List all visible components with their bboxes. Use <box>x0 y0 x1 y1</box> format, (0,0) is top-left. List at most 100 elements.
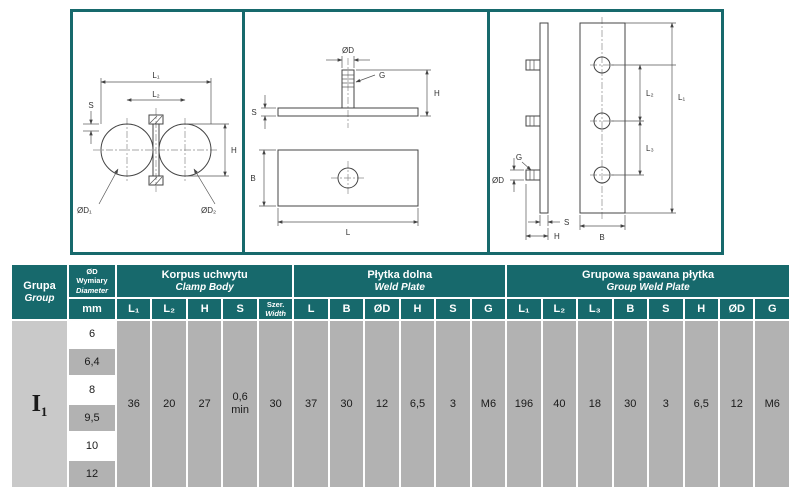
dim-label-g: G <box>379 71 385 80</box>
col-header-weld-l: L <box>292 297 330 321</box>
value-gw-d: 12 <box>717 319 756 489</box>
value-gw-h: 6,5 <box>682 319 720 489</box>
dim-label-d2: ØD₂ <box>201 206 216 215</box>
dim-label-s: S <box>88 101 93 110</box>
col-header-clamp-l1: L₁ <box>114 297 153 321</box>
dim-label-s: S <box>564 218 569 227</box>
header-group-pl: Grupa <box>23 279 56 292</box>
col-header-weld-h: H <box>398 297 437 321</box>
header-group-weld-plate: Grupowa spawana płytka Group Weld Plate <box>505 263 791 299</box>
table-header-row-2: mm L₁ L₂ H S Szer. Width L B ØD H S G L₁… <box>11 297 791 321</box>
dim-label-b: B <box>250 174 255 183</box>
group-weld-plate-drawing: G ØD S H B L₂ L₃ L₁ <box>492 17 685 242</box>
diameter-cell: 6,4 <box>67 347 117 377</box>
header-weld-plate: Płytka dolna Weld Plate <box>292 263 508 299</box>
panel-weld-plate: ØD G S H B L <box>245 9 490 255</box>
value-weld-s: 3 <box>434 319 472 489</box>
value-clamp-l1: 36 <box>114 319 153 489</box>
col-header-gw-s: S <box>647 297 685 321</box>
col-header-gw-l3: L₃ <box>576 297 614 321</box>
col-header-weld-s: S <box>434 297 472 321</box>
weld-plate-drawing: ØD G S H B L <box>250 46 440 237</box>
value-gw-l1: 196 <box>505 319 543 489</box>
dim-label-l: L <box>346 228 351 237</box>
header-diameter-en: Diameter <box>75 285 109 295</box>
col-header-gw-g: G <box>753 297 791 321</box>
header-clamp-body: Korpus uchwytu Clamp Body <box>114 263 295 299</box>
technical-drawings: L₁ L₂ S H ØD₁ ØD₂ <box>70 9 724 255</box>
dim-label-d: ØD <box>342 46 354 55</box>
value-weld-d: 12 <box>363 319 401 489</box>
col-header-width-pl: Szer. <box>266 299 285 309</box>
table-row: I1 6 36 20 27 0,6 min 30 37 30 12 6,5 3 … <box>10 319 791 489</box>
clamp-body-drawing: L₁ L₂ S H ØD₁ ØD₂ <box>77 71 237 215</box>
dim-label-d1: ØD₁ <box>77 206 92 215</box>
value-gw-b: 30 <box>611 319 650 489</box>
header-diameter: ØD Wymiary Diameter <box>67 263 117 299</box>
header-group: Grupa Group <box>10 263 69 321</box>
col-header-gw-h: H <box>682 297 720 321</box>
group-subscript: 1 <box>40 403 48 419</box>
panel-clamp-body: L₁ L₂ S H ØD₁ ØD₂ <box>70 9 245 255</box>
value-weld-h: 6,5 <box>398 319 437 489</box>
dim-label-h: H <box>554 232 560 241</box>
header-weld-plate-pl: Płytka dolna <box>367 268 433 281</box>
group-value: I1 <box>10 319 69 489</box>
header-group-weld-plate-pl: Grupowa spawana płytka <box>582 268 715 281</box>
value-weld-b: 30 <box>327 319 366 489</box>
dim-label-l3: L₃ <box>646 144 654 153</box>
header-clamp-body-pl: Korpus uchwytu <box>161 268 248 281</box>
value-weld-g: M6 <box>469 319 508 489</box>
diameter-cell: 10 <box>67 431 117 461</box>
header-weld-plate-en: Weld Plate <box>374 281 425 293</box>
table-row: 9,5 <box>11 403 790 433</box>
diameter-cell: 9,5 <box>67 403 117 433</box>
header-diameter-symbol: ØD <box>86 266 98 276</box>
value-gw-g: M6 <box>753 319 791 489</box>
value-clamp-h: 27 <box>185 319 224 489</box>
group-symbol: I <box>31 390 41 417</box>
dim-label-l2: L₂ <box>152 90 160 99</box>
value-gw-l3: 18 <box>576 319 614 489</box>
col-header-weld-b: B <box>327 297 366 321</box>
table-header-row-1: Grupa Group ØD Wymiary Diameter Korpus u… <box>10 263 791 321</box>
dim-label-g: G <box>516 153 522 162</box>
diameter-cell: 6 <box>67 319 117 349</box>
col-header-clamp-l2: L₂ <box>150 297 188 321</box>
header-group-en: Group <box>24 292 55 304</box>
col-header-gw-l1: L₁ <box>505 297 543 321</box>
table-row: 6,4 <box>11 347 790 377</box>
dim-label-l2: L₂ <box>646 89 654 98</box>
panel-group-weld-plate: G ØD S H B L₂ L₃ L₁ <box>490 9 724 255</box>
value-gw-s: 3 <box>647 319 685 489</box>
col-header-clamp-h: H <box>185 297 224 321</box>
diameter-cell: 12 <box>67 459 117 489</box>
table-row: 8 <box>11 375 790 405</box>
value-weld-l: 37 <box>292 319 330 489</box>
dimension-table: Grupa Group ØD Wymiary Diameter Korpus u… <box>10 263 791 489</box>
dim-label-s: S <box>251 108 256 117</box>
dim-label-h: H <box>231 146 237 155</box>
value-gw-l2: 40 <box>540 319 579 489</box>
dim-label-d: ØD <box>492 176 504 185</box>
dim-label-l1: L₁ <box>152 71 159 80</box>
value-clamp-width: 30 <box>256 319 295 489</box>
header-clamp-body-en: Clamp Body <box>175 281 234 293</box>
col-header-clamp-s: S <box>221 297 259 321</box>
dim-label-l1: L₁ <box>678 93 685 102</box>
dim-label-b: B <box>599 233 604 242</box>
header-mm: mm <box>67 297 117 321</box>
col-header-gw-l2: L₂ <box>540 297 579 321</box>
table-row: 10 <box>11 431 790 461</box>
col-header-width-en: Width <box>265 309 286 318</box>
dim-label-h: H <box>434 89 440 98</box>
col-header-gw-b: B <box>611 297 650 321</box>
header-diameter-pl: Wymiary <box>76 276 108 286</box>
col-header-weld-d: ØD <box>363 297 401 321</box>
value-clamp-s: 0,6 min <box>221 319 259 489</box>
col-header-gw-d: ØD <box>717 297 756 321</box>
value-clamp-l2: 20 <box>150 319 188 489</box>
diameter-cell: 8 <box>67 375 117 405</box>
header-group-weld-plate-en: Group Weld Plate <box>606 281 690 293</box>
col-header-clamp-width: Szer. Width <box>256 297 295 321</box>
